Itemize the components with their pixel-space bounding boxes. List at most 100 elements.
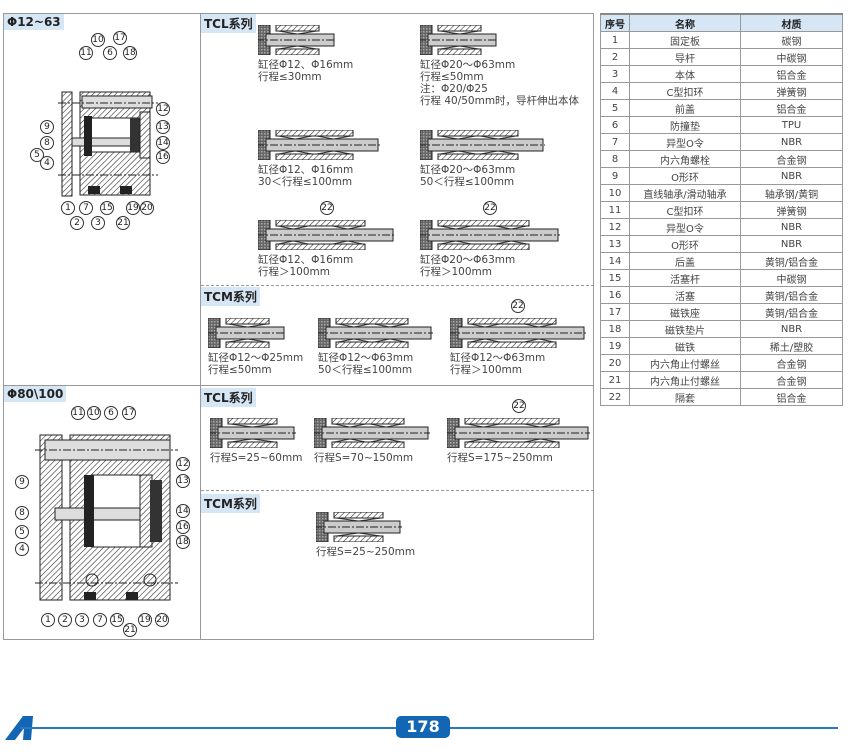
part-callout: 21 bbox=[123, 623, 137, 637]
part-callout: 13 bbox=[156, 120, 170, 134]
cylinder-drawing bbox=[316, 317, 433, 352]
part-callout: 21 bbox=[116, 216, 130, 230]
part-no: 14 bbox=[600, 252, 630, 270]
part-no: 12 bbox=[600, 218, 630, 236]
part-no: 7 bbox=[600, 133, 630, 151]
part-no: 17 bbox=[600, 303, 630, 321]
cylinder-drawing bbox=[256, 24, 336, 59]
part-no: 5 bbox=[600, 99, 630, 117]
cylinder-drawing bbox=[208, 417, 296, 452]
caption-line: 50＜行程≤100mm bbox=[318, 364, 413, 376]
part-name: 内六角止付螺丝 bbox=[629, 371, 741, 389]
section-title-small-bore: Φ12~63 bbox=[4, 14, 64, 30]
part-name: 活塞 bbox=[629, 286, 741, 304]
cylinder-drawing bbox=[314, 511, 402, 546]
divider bbox=[3, 385, 594, 386]
cylinder-drawing bbox=[448, 317, 586, 352]
part-material: NBR bbox=[740, 133, 843, 151]
part-material: 黄铜/铝合金 bbox=[740, 252, 843, 270]
part-name: C型扣环 bbox=[629, 82, 741, 100]
caption-line: 注：Φ20/Φ25 bbox=[420, 83, 488, 95]
part-no: 3 bbox=[600, 65, 630, 83]
cylinder-drawing bbox=[445, 417, 590, 452]
part-callout: 12 bbox=[156, 102, 170, 116]
part-callout: 17 bbox=[113, 31, 127, 45]
part-name: O形环 bbox=[629, 167, 741, 185]
section-title-tcl: TCL系列 bbox=[201, 388, 256, 407]
caption-line: 缸径Φ20～Φ63mm bbox=[420, 59, 516, 71]
section-title-large-bore: Φ80\100 bbox=[4, 386, 67, 402]
part-no: 21 bbox=[600, 371, 630, 389]
caption-line: 缸径Φ12～Φ25mm bbox=[208, 352, 304, 364]
part-material: 轴承钢/黄铜 bbox=[740, 184, 843, 202]
part-name: O形环 bbox=[629, 235, 741, 253]
part-callout: 9 bbox=[15, 475, 29, 489]
caption-line: 缸径Φ12、Φ16mm bbox=[258, 59, 354, 71]
divider bbox=[200, 13, 201, 640]
part-no: 13 bbox=[600, 235, 630, 253]
part-callout: 15 bbox=[110, 613, 124, 627]
part-no: 19 bbox=[600, 337, 630, 355]
caption-line: 行程≤50mm bbox=[420, 71, 484, 83]
part-callout: 18 bbox=[176, 535, 190, 549]
caption-line: 行程＞100mm bbox=[420, 266, 492, 278]
part-name: 本体 bbox=[629, 65, 741, 83]
part-callout: 10 bbox=[87, 406, 101, 420]
part-name: 磁铁垫片 bbox=[629, 320, 741, 338]
part-name: 异型O令 bbox=[629, 218, 741, 236]
part-callout: 22 bbox=[512, 399, 526, 413]
caption-line: 50＜行程≤100mm bbox=[420, 176, 515, 188]
part-name: 隔套 bbox=[629, 388, 741, 406]
part-material: 黄铜/铝合金 bbox=[740, 303, 843, 321]
page-number: 178 bbox=[396, 716, 450, 738]
part-callout: 10 bbox=[91, 33, 105, 47]
part-callout: 18 bbox=[123, 46, 137, 60]
divider bbox=[201, 285, 594, 286]
part-material: 合金钢 bbox=[740, 354, 843, 372]
caption-line: 缸径Φ20～Φ63mm bbox=[420, 254, 516, 266]
part-callout: 7 bbox=[79, 201, 93, 215]
part-callout: 2 bbox=[70, 216, 84, 230]
part-callout: 11 bbox=[79, 46, 93, 60]
part-no: 9 bbox=[600, 167, 630, 185]
caption-line: 行程≤50mm bbox=[208, 364, 272, 376]
part-no: 4 bbox=[600, 82, 630, 100]
cylinder-drawing bbox=[256, 129, 380, 164]
part-callout: 8 bbox=[15, 506, 29, 520]
part-no: 18 bbox=[600, 320, 630, 338]
part-no: 6 bbox=[600, 116, 630, 134]
part-callout: 9 bbox=[40, 120, 54, 134]
part-material: NBR bbox=[740, 167, 843, 185]
brand-logo bbox=[3, 714, 37, 746]
part-callout: 2 bbox=[58, 613, 72, 627]
part-callout: 15 bbox=[100, 201, 114, 215]
cylinder-drawing bbox=[312, 417, 430, 452]
part-callout: 3 bbox=[75, 613, 89, 627]
section-title-tcl: TCL系列 bbox=[201, 14, 256, 33]
part-material: 中碳钢 bbox=[740, 269, 843, 287]
caption-line: 行程＞100mm bbox=[450, 364, 522, 376]
diagram-frame bbox=[3, 13, 594, 640]
part-callout: 12 bbox=[176, 457, 190, 471]
cylinder-variant: 行程S=25~250mm bbox=[314, 511, 415, 558]
part-callout: 17 bbox=[122, 406, 136, 420]
